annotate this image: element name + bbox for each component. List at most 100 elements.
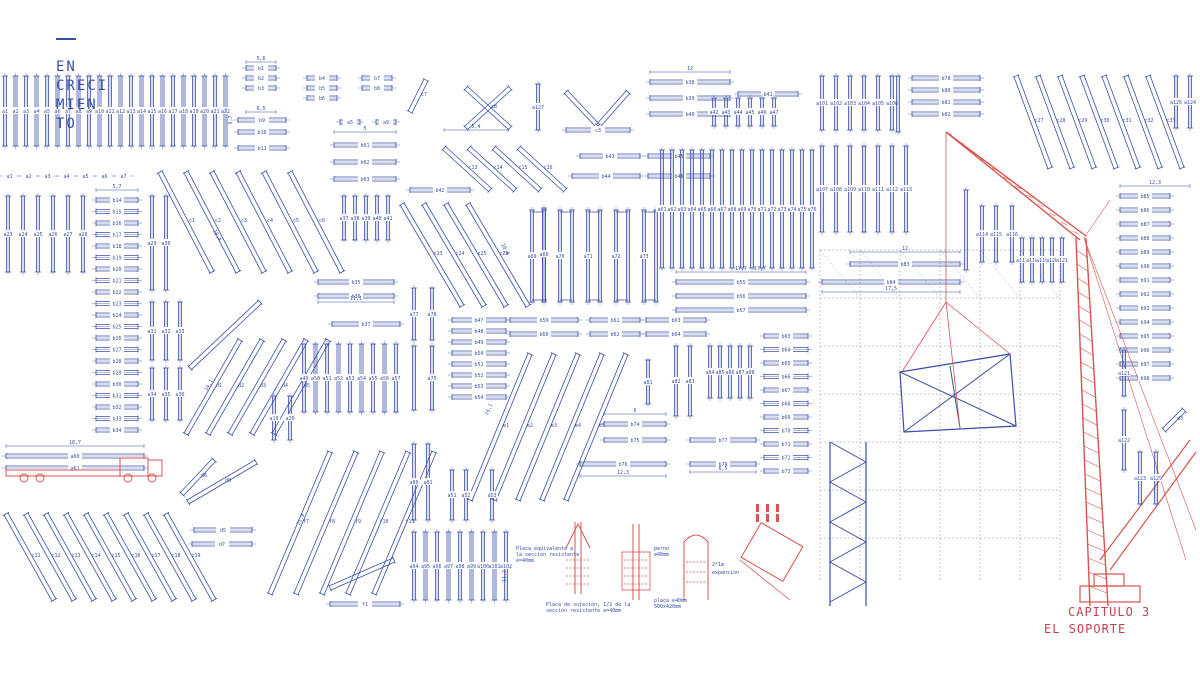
member-c27-cap-2	[1046, 166, 1054, 170]
member-d3-cap-2	[280, 337, 288, 343]
member-a53-label-bg	[344, 374, 356, 381]
member-c13-cap-1	[441, 145, 447, 151]
member-b61s-label: b61	[610, 318, 619, 324]
member-c11b-cap-2	[50, 597, 58, 603]
member-a17-label-bg	[167, 107, 179, 114]
member-a38-label: a38	[350, 216, 359, 222]
member-c26-cap-2	[524, 303, 532, 309]
member-c2-edge-b	[187, 170, 241, 272]
member-a108-label-bg	[830, 185, 842, 192]
member-c14-edge-b	[470, 146, 517, 189]
member-c11b-edge-b	[7, 512, 57, 600]
member-a113-label: a113	[900, 187, 912, 193]
member-c31-edge-a	[1101, 76, 1137, 169]
member-c6-cap-2	[338, 270, 346, 274]
member-a37-label: a37	[339, 216, 348, 222]
crane-lattice-530	[1086, 529, 1104, 538]
member-a107-label: a107	[816, 187, 828, 193]
detail-3-arch	[683, 534, 709, 600]
member-truck-a60-label: a60	[70, 454, 79, 460]
member-lower-a96-label: a96	[432, 564, 441, 570]
member-c14b-edge-a	[63, 514, 113, 602]
member-lower-a97-label: a97	[444, 564, 453, 570]
member-b62s-label: b62	[610, 332, 619, 338]
crane-lattice-306	[1078, 305, 1091, 314]
member-stack-b52-label-bg	[472, 371, 486, 378]
member-a115-label: a115	[990, 232, 1002, 238]
member-bank-6-label-bg	[716, 205, 728, 212]
member-lower-a99-label: a99	[467, 564, 476, 570]
member-b61s-label-bg	[608, 316, 622, 323]
member-d3-label: d3	[260, 383, 266, 389]
member-d6-cap-2	[257, 299, 263, 305]
member-bank-11-label-bg	[766, 205, 778, 212]
member-c3-edge-b	[213, 170, 267, 272]
grid-d-4	[979, 249, 1021, 299]
member-a12-label: a12	[116, 109, 125, 115]
member-b66-label: b66	[781, 375, 790, 381]
member-b81-label-bg	[939, 98, 953, 105]
member-d3r-cap-1	[1161, 427, 1167, 433]
member-b14-label-bg	[110, 196, 124, 203]
member-a22-label: a22	[221, 109, 230, 115]
member-c25-edge-b	[447, 202, 509, 306]
member-b95-label-bg	[1138, 332, 1152, 339]
member-a30-label: a30	[161, 241, 170, 247]
member-b62s-label-bg	[608, 330, 622, 337]
member-d4-label: d4	[282, 383, 288, 389]
member-d3-cap-1	[226, 431, 234, 437]
member-b9-label-bg	[255, 116, 269, 123]
member-a73-label-bg	[638, 252, 650, 259]
dim-b84-text: 17,5	[885, 286, 897, 292]
member-b5-label: b5	[319, 86, 325, 92]
member-post-a43-label-bg	[720, 108, 732, 115]
member-bank-12-label-bg	[776, 205, 788, 212]
member-c15b-label: c15	[111, 553, 120, 559]
member-c3-label: c3	[241, 218, 247, 224]
member-b45-label: b45	[674, 154, 683, 160]
crane-boom-lattice-10	[1060, 221, 1068, 226]
member-a121-label-bg	[1118, 369, 1130, 376]
member-f1-label-bg	[358, 600, 372, 607]
member-c7-cap-1	[406, 110, 414, 114]
member-a111-label: a111	[872, 187, 884, 193]
crane-lattice-474	[1084, 473, 1101, 482]
member-c2-edge-a	[183, 172, 237, 274]
member-bank-2-label-bg	[676, 205, 688, 212]
member-lower-a100-label-bg	[477, 562, 489, 569]
member-c31-edge-b	[1105, 75, 1141, 168]
member-b45-label-bg	[672, 152, 686, 159]
member-b59-label: b59	[539, 318, 548, 324]
member-b61-label-bg	[358, 141, 372, 148]
member-post-a44-label-bg	[732, 108, 744, 115]
dim-b-top-text: 5,6	[256, 56, 265, 62]
member-stack-b47-label-bg	[472, 316, 486, 323]
member-a21-label-bg	[209, 107, 221, 114]
member-c5-label: c5	[293, 218, 299, 224]
member-a2-label: a2	[12, 109, 18, 115]
member-a39-label-bg	[360, 214, 372, 221]
member-a51-label: a51	[322, 376, 331, 382]
member-c12b-cap-2	[70, 597, 78, 603]
title-line-4: TO	[56, 116, 77, 132]
member-b23-label-bg	[110, 299, 124, 307]
member-d6-edge-a	[191, 303, 262, 370]
member-a85-label: a85	[715, 370, 724, 376]
member-a56-label-bg	[378, 374, 391, 381]
member-f7-edge-a	[271, 452, 333, 596]
member-b40-label-bg	[683, 110, 697, 117]
member-c25-cap-2	[502, 303, 510, 309]
member-d2-edge-b	[205, 338, 261, 434]
member-b44-label-bg	[599, 172, 613, 179]
member-b77-label: b77	[718, 438, 727, 444]
member-bank-3-label: a64	[687, 207, 696, 213]
member-a6-label-bg	[51, 107, 64, 114]
member-b88-label: b88	[1140, 236, 1149, 242]
member-e4-edge-a	[543, 354, 605, 501]
member-b43-label-bg	[603, 152, 617, 159]
member-a9-label: a9	[86, 109, 92, 115]
member-stack-b51-label: b51	[474, 362, 483, 368]
member-c29-edge-a	[1057, 76, 1093, 169]
member-a28-label: a28	[78, 232, 87, 238]
